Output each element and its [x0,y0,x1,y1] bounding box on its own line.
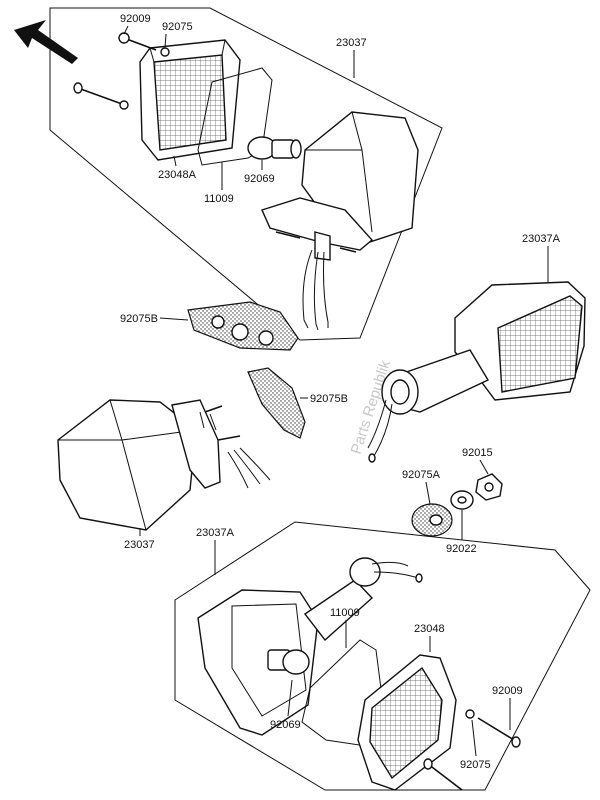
gasket-92075B-mid [247,367,306,439]
label-92075-bottom: 92075 [460,759,491,771]
label-23037-left: 23037 [124,539,155,551]
label-92069-top: 92069 [244,173,275,185]
label-92022: 92022 [446,543,477,555]
label-92069-bottom: 92069 [270,719,301,731]
screw-92009-top [118,32,170,57]
front-direction-arrow-icon [14,20,78,64]
housing-23037A-bottom [197,557,423,736]
label-92075B-left: 92075B [120,313,158,325]
label-23048A: 23048A [158,169,197,181]
nut-92015 [475,473,503,501]
grommet-92075A [411,503,453,537]
label-11009-bottom: 11009 [330,607,360,619]
left-signal-23037 [57,399,271,531]
label-92075B-mid: 92075B [310,393,348,405]
upper-lens-23048A [139,39,241,161]
upper-assembly-boundary [49,7,443,341]
lower-assembly-boundary [174,521,591,791]
bulb-92069-top [247,136,302,160]
label-23048: 23048 [414,623,445,635]
right-signal-23037A [367,281,586,463]
housing-23037-top [261,111,419,331]
screw-lower-lens-bottom [423,758,463,791]
label-23037A-bottom: 23037A [196,527,235,539]
label-92009-bottom: 92009 [492,685,523,697]
label-11009-top: 11009 [204,193,234,205]
gasket-hole-c [258,330,274,346]
label-23037-top: 23037 [336,37,367,49]
label-92075-top: 92075 [162,21,193,33]
bulb-92069-bottom [267,649,310,675]
washer-92022 [450,490,474,510]
label-92009-top: 92009 [120,13,151,25]
label-92015: 92015 [462,447,493,459]
gasket-hole-b [231,323,249,341]
label-23037A-right: 23037A [522,233,561,245]
lens-23048-bottom [357,654,457,791]
screw-lower-left-lens [73,82,129,110]
leader-lines [123,25,549,757]
screw-92009-bottom [465,709,521,748]
gasket-hole-a [211,315,225,329]
label-92075A: 92075A [402,469,441,481]
